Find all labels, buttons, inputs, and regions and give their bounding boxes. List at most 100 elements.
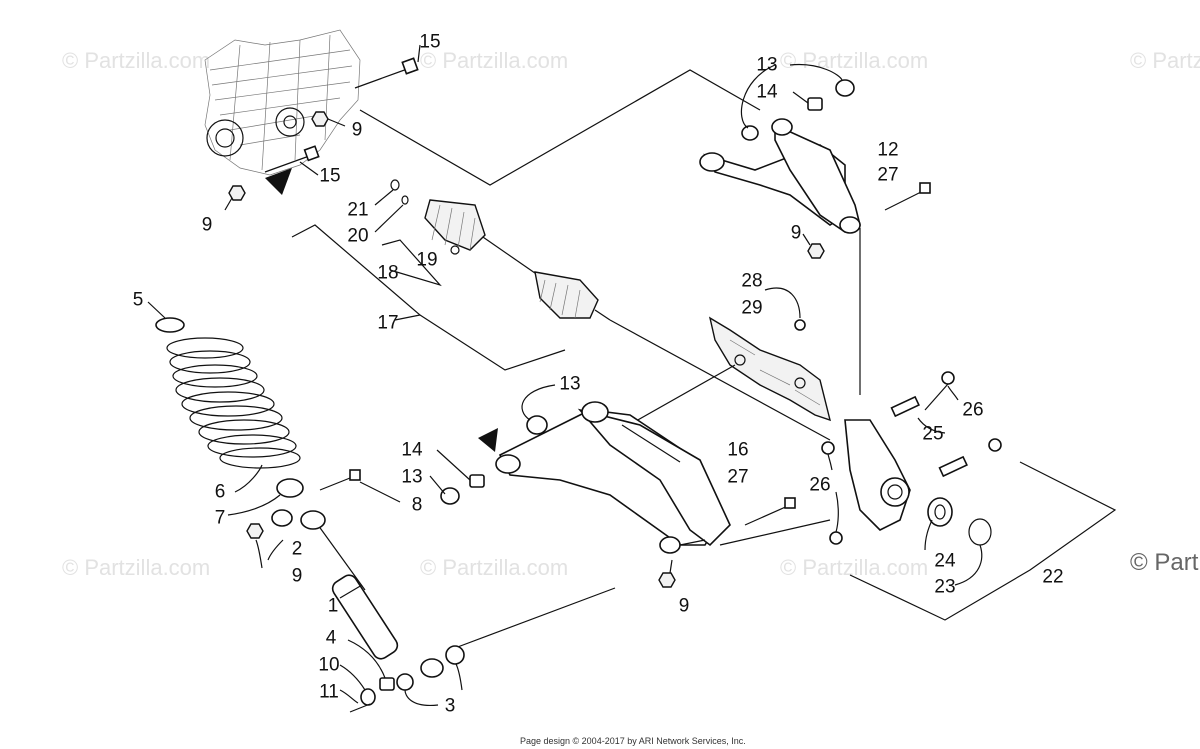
callout-29: 29 <box>741 298 762 319</box>
callout-4: 4 <box>326 628 337 649</box>
leader-line <box>404 689 439 707</box>
callout-9: 9 <box>679 596 690 617</box>
leader-line <box>835 491 839 533</box>
callout-21: 21 <box>347 200 368 221</box>
bracket-line <box>291 224 422 321</box>
part-19-ring <box>450 245 460 255</box>
part-28-screw <box>794 319 806 331</box>
callout-22: 22 <box>1042 567 1063 588</box>
direction-arrow-icon <box>265 168 292 195</box>
part-24-bearing <box>927 497 953 527</box>
leader-line <box>359 481 401 503</box>
part-9-nut <box>246 523 264 539</box>
bracket-line <box>419 314 566 371</box>
watermark-text: © Partzilla.com <box>780 555 928 580</box>
leader-line <box>764 287 801 319</box>
callout-26: 26 <box>809 475 830 496</box>
part-13-bushing <box>741 79 855 141</box>
leader-line <box>234 464 263 493</box>
callout-15: 15 <box>419 32 440 53</box>
callout-3: 3 <box>445 696 456 717</box>
part-27-bolt <box>744 497 796 526</box>
callout-24: 24 <box>934 551 956 572</box>
part-13-bushing <box>440 415 548 505</box>
callout-28: 28 <box>741 271 762 292</box>
callout-9: 9 <box>791 223 802 244</box>
leader-line <box>740 64 776 129</box>
footer-copyright: Page design © 2004-2017 by ARI Network S… <box>520 736 746 746</box>
callout-6: 6 <box>215 482 226 503</box>
callout-10: 10 <box>318 655 339 676</box>
leader-line <box>455 663 463 691</box>
part-6-coil-spring <box>166 337 301 469</box>
callout-9: 9 <box>352 120 363 141</box>
callout-16: 16 <box>727 440 748 461</box>
watermark-text: © Partzilla.com <box>62 555 210 580</box>
watermark-text: © Partzilla.com <box>62 48 210 73</box>
callout-2: 2 <box>292 539 303 560</box>
callout-18: 18 <box>377 263 398 284</box>
callout-19: 19 <box>416 250 437 271</box>
callout-8: 8 <box>412 495 423 516</box>
part-9-nut <box>224 185 246 211</box>
leader-line <box>267 539 284 561</box>
leader-line <box>521 384 556 421</box>
leader-line <box>609 319 831 441</box>
watermark-edge-text: © Part <box>1130 549 1199 576</box>
part-21-circlip <box>374 179 400 206</box>
callout-1: 1 <box>328 596 339 617</box>
leader-line <box>924 519 933 551</box>
part-14-sleeve <box>807 97 823 111</box>
part-20-circlip <box>374 195 409 233</box>
leader-line <box>789 63 843 81</box>
callout-15: 15 <box>319 166 340 187</box>
part-7-retainer <box>276 478 304 498</box>
watermark-text: © Partzilla.com <box>420 555 568 580</box>
lower-arm-pivot <box>659 536 706 554</box>
part-5-spring-seat <box>155 317 185 333</box>
part-15-bolt-lower <box>264 145 320 176</box>
leader-line <box>339 664 366 691</box>
part-9-nut <box>802 233 825 259</box>
callout-13: 13 <box>559 374 580 395</box>
leader-line <box>227 494 281 516</box>
callout-25: 25 <box>922 424 943 445</box>
callout-27: 27 <box>727 467 748 488</box>
watermark-text: © Partzilla.com <box>780 48 928 73</box>
part-15-bolt-upper <box>354 44 421 89</box>
watermark-text: © Partzilla.com <box>1130 48 1200 73</box>
part-26-bolt <box>821 371 1002 545</box>
watermark-layer: © Partzilla.com © Partzilla.com © Partzi… <box>62 48 1200 580</box>
callout-27: 27 <box>877 165 898 186</box>
callout-14: 14 <box>401 440 423 461</box>
callout-20: 20 <box>347 226 368 247</box>
leader-line <box>827 453 833 471</box>
bracket-line <box>849 461 1117 621</box>
leader-line <box>954 544 983 586</box>
part-8-bolt <box>319 469 361 491</box>
leader-line <box>347 639 386 679</box>
part-23-snap-ring <box>968 518 992 546</box>
leader-line <box>339 689 359 704</box>
part-11-bolt <box>349 703 371 713</box>
direction-arrow-icon <box>478 428 498 452</box>
callout-labels: 15 9 15 9 13 14 12 27 9 21 20 19 18 17 2… <box>133 32 1064 717</box>
leader-line <box>147 301 166 319</box>
callout-7: 7 <box>215 508 226 529</box>
part-22-knuckle <box>844 419 911 531</box>
callout-23: 23 <box>934 577 955 598</box>
part-1-shock-absorber <box>300 510 444 678</box>
leader-line <box>917 417 946 434</box>
part-14-sleeve <box>469 474 485 488</box>
part-29-skid-plate <box>708 316 831 422</box>
callout-13: 13 <box>756 55 777 76</box>
leader-line <box>339 584 363 599</box>
leader-line <box>429 475 446 495</box>
callout-9: 9 <box>202 215 213 236</box>
callout-14: 14 <box>756 82 778 103</box>
leader-line <box>947 385 959 401</box>
leader-line <box>436 449 471 481</box>
part-12-upper-a-arm <box>699 118 861 234</box>
callout-13: 13 <box>401 467 422 488</box>
